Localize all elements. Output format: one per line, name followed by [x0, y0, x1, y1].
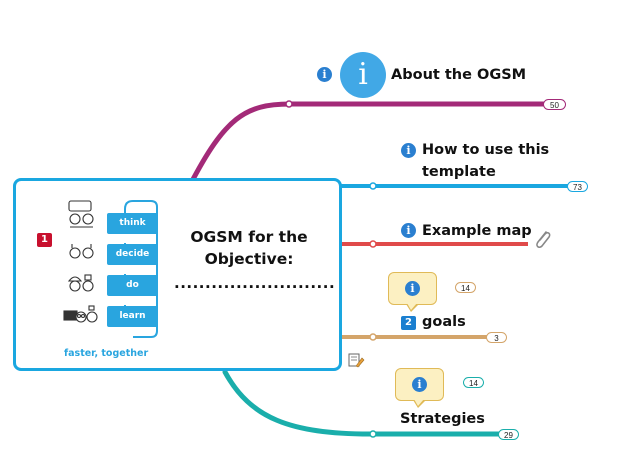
branch-label-example[interactable]: Example map — [422, 223, 532, 239]
people-think-icon — [68, 200, 94, 228]
people-learn-icon — [63, 305, 98, 323]
callout-count-badge[interactable]: 14 — [455, 282, 476, 293]
priority-badge-1: 1 — [37, 233, 52, 247]
branch-connector-about — [187, 101, 550, 188]
callout-tail — [406, 303, 419, 312]
branch-node-how-to[interactable] — [369, 182, 377, 190]
branch-node-strategies[interactable] — [369, 430, 377, 438]
note-callout[interactable]: i — [388, 272, 437, 312]
branch-label-how-to-line2[interactable]: template — [422, 164, 496, 180]
people-decide-icon — [69, 244, 94, 259]
child-count-badge[interactable]: 29 — [498, 429, 519, 440]
branch-label-how-to-line1[interactable]: How to use this — [422, 142, 550, 158]
child-count-badge[interactable]: 3 — [486, 332, 507, 343]
callout-count-badge[interactable]: 14 — [463, 377, 484, 388]
large-info-icon[interactable]: i — [340, 52, 386, 98]
child-count-badge[interactable]: 73 — [567, 181, 588, 192]
step-do: do — [107, 275, 158, 296]
branch-label-about[interactable]: About the OGSM — [391, 67, 527, 83]
branch-node-about[interactable] — [285, 100, 293, 108]
central-topic-title[interactable]: OGSM for the Objective: — [190, 228, 308, 268]
info-icon[interactable]: i — [405, 281, 420, 296]
child-count-badge[interactable]: 50 — [543, 99, 566, 110]
paperclip-icon[interactable] — [536, 231, 551, 248]
central-topic-placeholder[interactable]: .......................... — [174, 274, 336, 292]
central-topic[interactable]: 1 think — [13, 178, 342, 371]
step-think: think — [107, 213, 158, 234]
callout-tail — [413, 399, 426, 408]
info-icon[interactable]: i — [401, 143, 416, 158]
step-decide: decide — [107, 244, 158, 265]
priority-badge-2: 2 — [401, 316, 416, 330]
branch-label-goals[interactable]: goals — [422, 314, 466, 330]
branch-node-example[interactable] — [369, 240, 377, 248]
people-do-icon — [67, 274, 94, 292]
info-icon[interactable]: i — [317, 67, 332, 82]
branch-node-goals[interactable] — [369, 333, 377, 341]
note-callout[interactable]: i — [395, 368, 444, 408]
notes-icon[interactable] — [348, 353, 365, 368]
branch-connector-strategies — [222, 369, 503, 437]
think-decide-do-learn-graphic — [63, 200, 158, 338]
branch-label-strategies[interactable]: Strategies — [400, 411, 485, 427]
info-icon[interactable]: i — [412, 377, 427, 392]
tagline: faster, together — [64, 348, 149, 359]
info-icon[interactable]: i — [401, 223, 416, 238]
step-learn: learn — [107, 306, 158, 327]
